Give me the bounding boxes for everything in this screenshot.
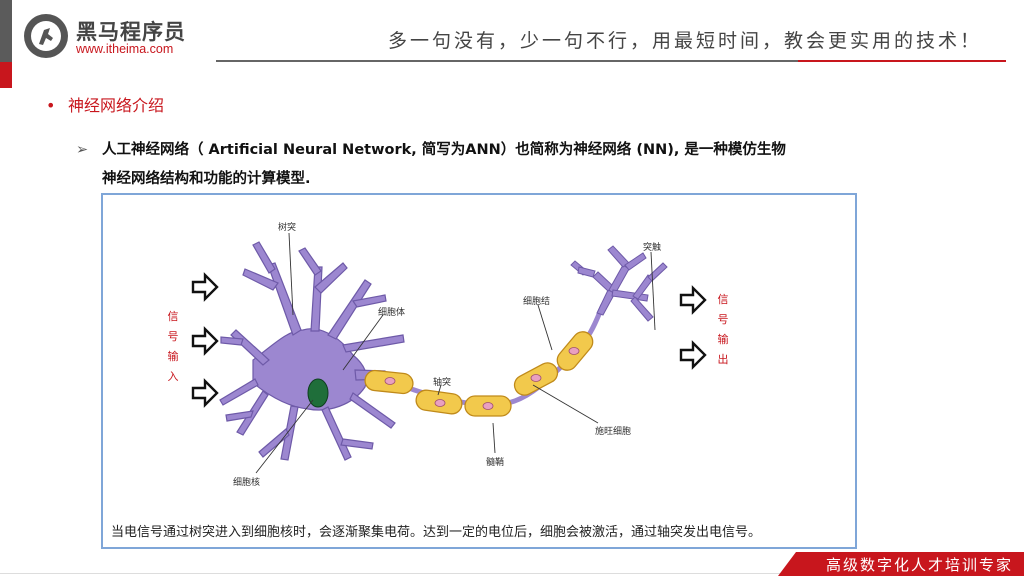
label-node: 细胞结 <box>523 297 551 307</box>
section-title: 神经网络介绍 <box>68 96 165 115</box>
label-dendrite: 树突 <box>278 223 297 233</box>
label-nucleus: 细胞核 <box>233 478 261 488</box>
neuron-diagram: 树突 细胞体 轴突 髓鞘 施旺细胞 细胞结 突触 细胞核 信 号 输 入 信 号… <box>101 193 857 549</box>
signal-out-char: 号 <box>717 313 729 326</box>
label-synapse: 突触 <box>643 243 662 253</box>
logo-url: www.itheima.com <box>76 42 174 56</box>
label-axon: 轴突 <box>433 378 452 388</box>
input-arrow-icon <box>191 326 219 356</box>
label-cell-body: 细胞体 <box>378 308 406 318</box>
horse-logo-icon <box>24 14 68 58</box>
logo: 黑马程序员 www.itheima.com <box>24 14 204 60</box>
signal-out-char: 信 <box>717 293 729 306</box>
logo-name: 黑马程序员 <box>76 20 186 44</box>
footer-band <box>796 552 1024 576</box>
description-line-1: 人工神经网络（ Artificial Neural Network, 简写为AN… <box>102 142 786 158</box>
section-heading: • 神经网络介绍 <box>46 92 164 116</box>
input-arrow-icon <box>191 272 219 302</box>
signal-in-char: 号 <box>167 330 179 343</box>
left-accent-red <box>0 62 12 88</box>
signal-in-char: 信 <box>167 310 179 323</box>
description: ➢ 人工神经网络（ Artificial Neural Network, 简写为… <box>76 136 876 194</box>
axon-terminals <box>570 245 668 322</box>
label-schwann: 施旺细胞 <box>595 427 632 437</box>
cell-body-shape <box>219 241 405 461</box>
description-line-2: 神经网络结构和功能的计算模型. <box>102 171 311 187</box>
signal-in-char: 输 <box>167 350 179 363</box>
schwann-nuclei <box>384 347 580 410</box>
figure-caption: 当电信号通过树突进入到细胞核时，会逐渐聚集电荷。达到一定的电位后，细胞会被激活，… <box>111 525 762 540</box>
slogan: 多一句没有，少一句不行，用最短时间，教会更实用的技术！ <box>388 30 983 52</box>
signal-out-char: 出 <box>717 353 729 366</box>
signal-out-char: 输 <box>717 333 729 346</box>
footer-band-edge <box>778 552 796 576</box>
output-arrows <box>679 285 707 370</box>
neuron-illustration <box>191 232 707 474</box>
signal-out-label: 信 号 输 出 <box>715 290 731 370</box>
signal-in-label: 信 号 输 入 <box>165 307 181 387</box>
footer-text: 高级数字化人才培训专家 <box>826 556 1014 574</box>
label-myelin: 髓鞘 <box>486 458 505 468</box>
arrow-bullet-icon: ➢ <box>76 142 89 158</box>
footer-divider <box>0 573 796 574</box>
output-arrow-icon <box>679 340 707 370</box>
left-accent-gray <box>0 0 12 62</box>
header-divider <box>216 60 798 62</box>
bullet-icon: • <box>46 96 56 115</box>
header-divider-accent <box>798 60 1006 62</box>
signal-in-char: 入 <box>167 370 179 383</box>
input-arrow-icon <box>191 378 219 408</box>
input-arrows <box>191 272 219 408</box>
pointer-lines <box>255 232 656 474</box>
output-arrow-icon <box>679 285 707 315</box>
